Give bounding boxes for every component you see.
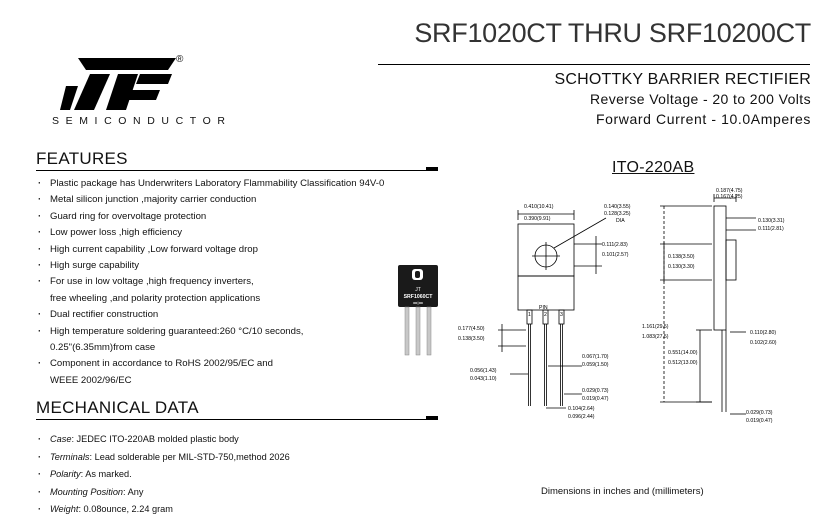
dim-lead-side-max: 0.110(2.80) — [750, 330, 776, 336]
dim-lead-w2-max: 0.056(1.43) — [470, 368, 497, 374]
feature-item: High current capability ,Low forward vol… — [36, 242, 466, 259]
dim-lead-base-min: 0.138(3.50) — [458, 336, 485, 342]
dim-side-max: 0.138(3.50) — [668, 254, 695, 260]
dim-total-max: 1.161(29.5) — [642, 324, 669, 330]
dim-hole-pos-max: 0.111(2.83) — [602, 242, 628, 248]
dim-lead-w2-min: 0.043(1.10) — [470, 376, 497, 382]
dim-thick-min: 0.167(4.25) — [716, 194, 743, 200]
dim-side-min: 0.130(3.30) — [668, 264, 695, 270]
package-dimension-drawing: 0.410(10.41) 0.390(9.91) 0.140(3.55) 0.1… — [458, 188, 785, 424]
dim-tab-max: 0.130(3.31) — [758, 218, 785, 224]
dim-lead-side-min: 0.102(2.60) — [750, 340, 777, 346]
dimensions-note: Dimensions in inches and (millimeters) — [541, 486, 704, 497]
dim-lead-thick-min: 0.019(0.47) — [582, 396, 609, 402]
mechanical-rule — [36, 419, 438, 420]
company-name: SEMICONDUCTOR — [52, 115, 232, 127]
features-heading: FEATURES — [36, 149, 128, 168]
dim-pitch-min: 0.096(2.44) — [568, 414, 595, 420]
pin-label: PIN — [539, 305, 548, 311]
dim-total-min: 1.083(27.5) — [642, 334, 669, 340]
pin-1: 1 — [528, 312, 531, 318]
feature-item: High temperature soldering guaranteed:26… — [36, 324, 466, 341]
dim-thick-max: 0.187(4.75) — [716, 188, 743, 194]
feature-item: High surge capability — [36, 258, 466, 275]
mechanical-rule-bar — [426, 416, 438, 420]
dim-pitch-max: 0.104(2.64) — [568, 406, 595, 412]
dim-hole-min: 0.128(3.25) — [604, 211, 631, 217]
mechanical-heading: MECHANICAL DATA — [36, 398, 199, 417]
dim-hole-pos-min: 0.101(2.57) — [602, 252, 629, 258]
mechanical-item: Mounting Position: Any — [36, 484, 290, 502]
features-list: Plastic package has Underwriters Laborat… — [36, 176, 466, 389]
pin-2: 2 — [544, 312, 547, 318]
company-logo — [60, 58, 176, 110]
feature-item: free wheeling ,and polarity protection a… — [50, 292, 261, 304]
dim-lead-len-max: 0.551(14.00) — [668, 350, 698, 356]
mechanical-list: Case: JEDEC ITO-220AB molded plastic bod… — [36, 431, 290, 519]
dim-tab-min: 0.111(2.81) — [758, 226, 784, 232]
package-photo: JT SRF1060CT ▸▸|◂◂ — [398, 265, 438, 356]
pin-3: 3 — [560, 312, 563, 318]
mechanical-item: Case: JEDEC ITO-220AB molded plastic bod… — [36, 431, 290, 449]
features-rule-bar — [426, 167, 438, 171]
mechanical-item: Polarity: As marked. — [36, 466, 290, 484]
features-rule — [36, 170, 438, 171]
dim-width-min: 0.390(9.91) — [524, 216, 551, 222]
document-title: SRF1020CT THRU SRF10200CT — [414, 18, 811, 48]
feature-item: Dual rectifier construction — [36, 307, 466, 324]
mechanical-item: Terminals: Lead solderable per MIL-STD-7… — [36, 449, 290, 467]
dim-lead-base-max: 0.177(4.50) — [458, 326, 485, 332]
title-underline — [378, 64, 810, 65]
feature-item: WEEE 2002/96/EC — [50, 374, 132, 386]
dim-hole-max: 0.140(3.55) — [604, 204, 631, 210]
svg-text:▸▸|◂◂: ▸▸|◂◂ — [413, 300, 422, 305]
chip-label-brand: JT — [415, 287, 421, 293]
dim-hole-dia: DIA — [616, 218, 625, 224]
registered-mark: ® — [176, 54, 184, 65]
dim-lead-w-max: 0.067(1.70) — [582, 354, 609, 360]
reverse-voltage: Reverse Voltage - 20 to 200 Volts — [590, 91, 811, 107]
feature-item: Guard ring for overvoltage protection — [36, 209, 466, 226]
feature-item: Component in accordance to RoHS 2002/95/… — [36, 356, 466, 373]
dim-lead-thick-max: 0.029(0.73) — [582, 388, 609, 394]
dim-lead-len-min: 0.512(13.00) — [668, 360, 698, 366]
package-name: ITO-220AB — [612, 159, 695, 176]
dim-lead-w-min: 0.059(1.50) — [582, 362, 609, 368]
feature-item: For use in low voltage ,high frequency i… — [36, 274, 466, 291]
feature-item: 0.25"(6.35mm)from case — [50, 342, 156, 354]
feature-item: Low power loss ,high efficiency — [36, 225, 466, 242]
product-type: SCHOTTKY BARRIER RECTIFIER — [554, 71, 811, 88]
feature-item: Metal silicon junction ,majority carrier… — [36, 192, 466, 209]
forward-current: Forward Current - 10.0Amperes — [595, 111, 811, 127]
mechanical-item: Weight: 0.08ounce, 2.24 gram — [36, 501, 290, 519]
dim-width-max: 0.410(10.41) — [524, 204, 554, 210]
chip-label-part: SRF1060CT — [404, 294, 434, 300]
dim-side-lead-max: 0.029(0.73) — [746, 410, 773, 416]
feature-item: Plastic package has Underwriters Laborat… — [36, 176, 466, 193]
dim-side-lead-min: 0.019(0.47) — [746, 418, 773, 424]
